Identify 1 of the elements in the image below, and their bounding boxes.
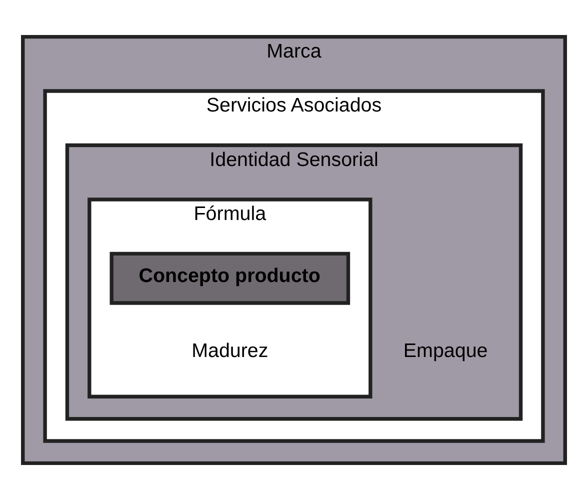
node-box: Concepto producto xyxy=(110,251,350,304)
